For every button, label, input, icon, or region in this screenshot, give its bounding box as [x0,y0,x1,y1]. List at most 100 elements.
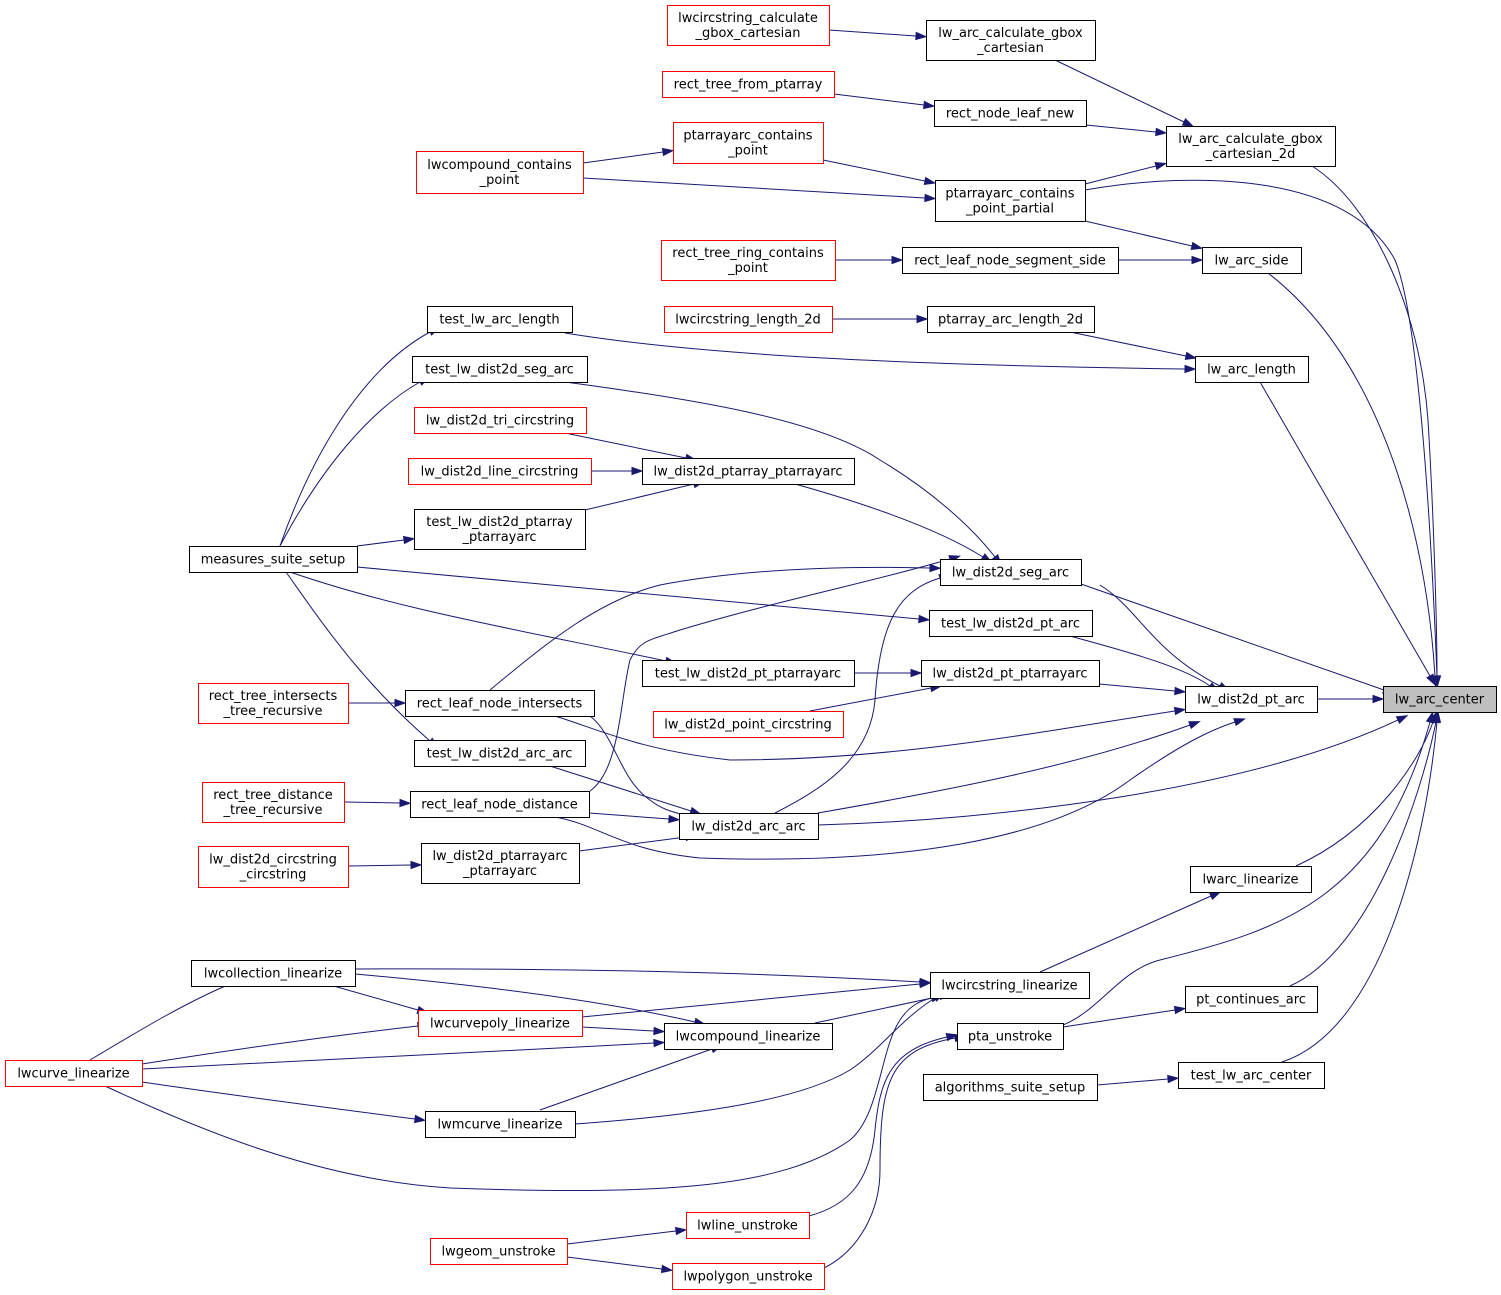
node-box[interactable] [679,813,819,840]
node-box[interactable] [1195,356,1309,383]
node-box[interactable] [198,683,349,724]
node-lw-arc-calculate-gbox-cartesian-2d[interactable]: lw_arc_calculate_gbox_cartesian_2d [1166,126,1336,167]
node-test-lw-dist2d-pt-ptarrayarc[interactable]: test_lw_dist2d_pt_ptarrayarc [642,660,855,687]
node-box[interactable] [427,306,573,333]
node-box[interactable] [191,960,356,987]
node-box[interactable] [1202,247,1302,274]
node-lwmcurve-linearize[interactable]: lwmcurve_linearize [425,1111,576,1138]
node-box[interactable] [416,151,584,194]
node-lw-dist2d-ptarrayarc-ptarrayarc[interactable]: lw_dist2d_ptarrayarc_ptarrayarc [421,843,580,884]
node-box[interactable] [189,546,358,573]
node-lw-dist2d-pt-arc[interactable]: lw_dist2d_pt_arc [1185,686,1318,713]
node-lw-dist2d-tri-circstring[interactable]: lw_dist2d_tri_circstring [414,407,587,434]
node-box[interactable] [1383,686,1497,713]
node-box[interactable] [686,1212,810,1239]
node-rect-tree-ring-contains-point[interactable]: rect_tree_ring_contains_point [661,240,836,281]
node-box[interactable] [642,660,855,687]
node-box[interactable] [198,846,349,888]
node-box[interactable] [661,240,836,281]
node-lw-dist2d-point-circstring[interactable]: lw_dist2d_point_circstring [653,711,844,738]
node-box[interactable] [421,843,580,884]
node-lw-arc-calculate-gbox-cartesian[interactable]: lw_arc_calculate_gbox_cartesian [926,20,1096,61]
node-lw-arc-center[interactable]: lw_arc_center [1383,686,1497,713]
node-box[interactable] [1185,686,1318,713]
node-lwcollection-linearize[interactable]: lwcollection_linearize [191,960,356,987]
node-algorithms-suite-setup[interactable]: algorithms_suite_setup [923,1074,1098,1101]
node-pta-unstroke[interactable]: pta_unstroke [957,1023,1064,1050]
node-test-lw-dist2d-pt-arc[interactable]: test_lw_dist2d_pt_arc [929,610,1093,637]
node-box[interactable] [957,1023,1064,1050]
node-box[interactable] [935,180,1086,222]
node-lwcompound-contains-point[interactable]: lwcompound_contains_point [416,151,584,194]
node-box[interactable] [642,458,855,485]
node-rect-tree-intersects-tree-recursive[interactable]: rect_tree_intersects_tree_recursive [198,683,349,724]
node-lwcircstring-calculate-gbox-cartesian[interactable]: lwcircstring_calculate_gbox_cartesian [667,5,830,46]
node-lwcircstring-linearize[interactable]: lwcircstring_linearize [930,972,1090,999]
node-rect-leaf-node-segment-side[interactable]: rect_leaf_node_segment_side [902,247,1119,274]
node-box[interactable] [934,100,1087,127]
node-box[interactable] [418,1010,583,1037]
node-box[interactable] [405,690,595,717]
node-rect-leaf-node-distance[interactable]: rect_leaf_node_distance [410,791,590,818]
node-lw-dist2d-circstring-circstring[interactable]: lw_dist2d_circstring_circstring [198,846,349,888]
node-rect-tree-from-ptarray[interactable]: rect_tree_from_ptarray [662,71,835,98]
node-lwcurvepoly-linearize[interactable]: lwcurvepoly_linearize [418,1010,583,1037]
node-box[interactable] [408,458,592,485]
node-box[interactable] [425,1111,576,1138]
node-test-lw-dist2d-ptarray-ptarrayarc[interactable]: test_lw_dist2d_ptarray_ptarrayarc [414,509,586,550]
node-box[interactable] [921,660,1100,687]
node-lw-dist2d-seg-arc[interactable]: lw_dist2d_seg_arc [940,559,1082,586]
node-test-lw-arc-length[interactable]: test_lw_arc_length [427,306,573,333]
node-ptarray-arc-length-2d[interactable]: ptarray_arc_length_2d [927,306,1095,333]
node-measures-suite-setup[interactable]: measures_suite_setup [189,546,358,573]
node-test-lw-dist2d-arc-arc[interactable]: test_lw_dist2d_arc_arc [414,740,586,767]
node-box[interactable] [653,711,844,738]
node-lwline-unstroke[interactable]: lwline_unstroke [686,1212,810,1239]
node-rect-tree-distance-tree-recursive[interactable]: rect_tree_distance_tree_recursive [202,782,345,823]
node-lw-dist2d-ptarray-ptarrayarc[interactable]: lw_dist2d_ptarray_ptarrayarc [642,458,855,485]
node-lw-dist2d-line-circstring[interactable]: lw_dist2d_line_circstring [408,458,592,485]
node-box[interactable] [929,610,1093,637]
node-box[interactable] [1190,866,1312,893]
node-rect-node-leaf-new[interactable]: rect_node_leaf_new [934,100,1087,127]
node-lwcircstring-length-2d[interactable]: lwcircstring_length_2d [664,306,833,333]
node-box[interactable] [202,782,345,823]
node-lw-arc-side[interactable]: lw_arc_side [1202,247,1302,274]
node-box[interactable] [410,791,590,818]
node-box[interactable] [412,356,588,383]
node-lw-dist2d-arc-arc[interactable]: lw_dist2d_arc_arc [679,813,819,840]
node-pt-continues-arc[interactable]: pt_continues_arc [1185,986,1318,1013]
node-box[interactable] [923,1074,1098,1101]
node-box[interactable] [930,972,1090,999]
node-lwcurve-linearize[interactable]: lwcurve_linearize [5,1060,143,1087]
node-box[interactable] [664,306,833,333]
node-box[interactable] [902,247,1119,274]
node-box[interactable] [672,1263,825,1290]
node-box[interactable] [414,509,586,550]
node-box[interactable] [673,122,824,164]
node-lwpolygon-unstroke[interactable]: lwpolygon_unstroke [672,1263,825,1290]
node-box[interactable] [940,559,1082,586]
node-box[interactable] [1185,986,1318,1013]
node-ptarrayarc-contains-point[interactable]: ptarrayarc_contains_point [673,122,824,164]
node-box[interactable] [662,71,835,98]
node-ptarrayarc-contains-point-partial[interactable]: ptarrayarc_contains_point_partial [935,180,1086,222]
node-rect-leaf-node-intersects[interactable]: rect_leaf_node_intersects [405,690,595,717]
node-test-lw-dist2d-seg-arc[interactable]: test_lw_dist2d_seg_arc [412,356,588,383]
node-box[interactable] [667,5,830,46]
node-box[interactable] [1178,1062,1325,1089]
node-box[interactable] [5,1060,143,1087]
node-box[interactable] [414,740,586,767]
node-test-lw-arc-center[interactable]: test_lw_arc_center [1178,1062,1325,1089]
node-box[interactable] [430,1238,568,1265]
node-lwgeom-unstroke[interactable]: lwgeom_unstroke [430,1238,568,1265]
node-box[interactable] [664,1023,833,1050]
node-lw-arc-length[interactable]: lw_arc_length [1195,356,1309,383]
node-lwarc-linearize[interactable]: lwarc_linearize [1190,866,1312,893]
node-box[interactable] [926,20,1096,61]
node-lw-dist2d-pt-ptarrayarc[interactable]: lw_dist2d_pt_ptarrayarc [921,660,1100,687]
node-box[interactable] [1166,126,1336,167]
node-box[interactable] [414,407,587,434]
node-lwcompound-linearize[interactable]: lwcompound_linearize [664,1023,833,1050]
node-box[interactable] [927,306,1095,333]
